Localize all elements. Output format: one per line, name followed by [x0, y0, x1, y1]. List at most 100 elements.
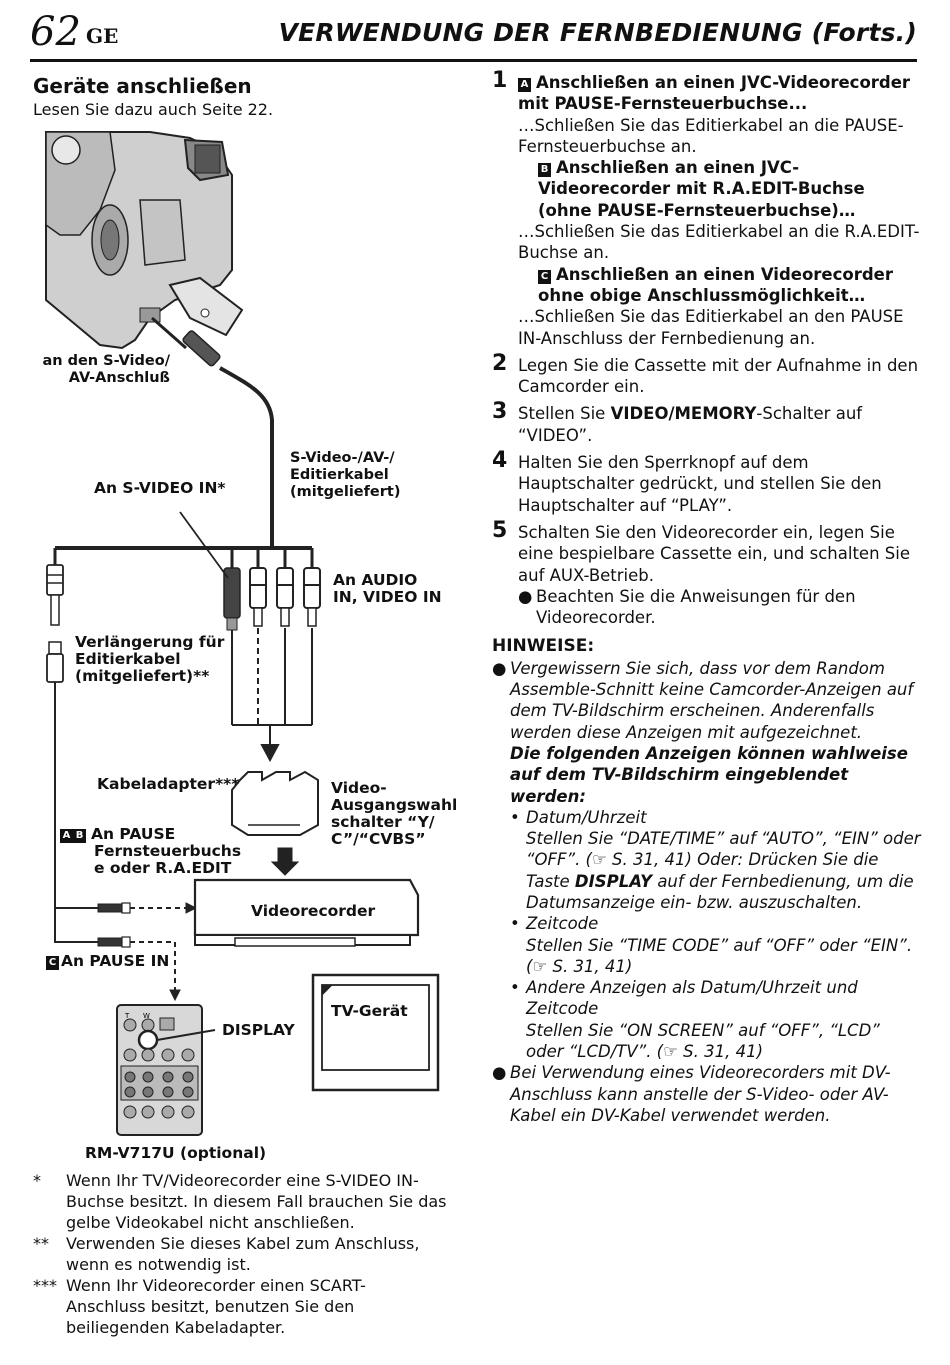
cable-plugs	[179, 511, 321, 631]
subitem-text-part: auf der Fernbedienung, um die Datumsanze…	[526, 871, 914, 912]
note-subitem: • Zeitcode	[492, 913, 922, 934]
step-5-bullet: ●Beachten Sie die Anweisungen für den Vi…	[518, 586, 922, 629]
step-1c-text: …Schließen Sie das Editierkabel an den P…	[518, 307, 904, 348]
step-1a-text: …Schließen Sie das Editierkabel an die P…	[518, 115, 904, 156]
subitem-text-part: Stellen Sie “DATE/TIME” auf “AUTO”, “EIN…	[526, 829, 921, 891]
display-button-name: DISPLAY	[574, 871, 653, 891]
footnote-mark: *	[33, 1171, 41, 1190]
label-line: schalter “Y/	[331, 813, 435, 831]
language-code: GE	[86, 24, 119, 48]
step-1b-title: Anschließen an einen JVC-Videorecorder m…	[538, 158, 865, 220]
footnote-line: gelbe Videokabel nicht anschließen.	[66, 1213, 355, 1232]
subitem-title: Datum/Uhrzeit	[526, 807, 647, 827]
plug-lines	[231, 628, 313, 763]
page-header: 62 GE VERWENDUNG DER FERNBEDIENUNG (Fort…	[0, 0, 950, 70]
step-1c-title: Anschließen an einen Videorecorder ohne …	[538, 264, 894, 305]
footnote: * Wenn Ihr TV/Videorecorder eine S-VIDEO…	[33, 1170, 463, 1233]
step-text: Halten Sie den Sperrknopf auf dem Haupts…	[518, 453, 882, 515]
label-svideo-av: an den S-Video/ AV-Anschluß	[42, 353, 170, 387]
box-b: B	[538, 163, 551, 178]
step-text: Schalten Sie den Videorecorder ein, lege…	[518, 522, 910, 585]
label-video-select: Video- Ausgangswahl schalter “Y/ C”/“CVB…	[331, 780, 457, 848]
note-text: Bei Verwendung eines Videorecorders mit …	[510, 1063, 891, 1125]
box-a: A	[60, 829, 73, 843]
label-tv: TV-Gerät	[331, 1002, 408, 1020]
step-5: 5 Schalten Sie den Videorecorder ein, le…	[492, 517, 922, 629]
step-number: 5	[492, 517, 508, 543]
step-text: Stellen Sie	[518, 404, 611, 424]
subitem-text: Stellen Sie “ON SCREEN” auf “OFF”, “LCD”…	[526, 1020, 880, 1062]
label-line: Editierkabel	[290, 467, 389, 483]
footnote-line: beiliegenden Kabeladapter.	[66, 1318, 286, 1337]
label-line: (mitgeliefert)**	[75, 667, 210, 685]
av-cable	[55, 316, 312, 550]
step-text: -Schalter auf “VIDEO”.	[518, 404, 863, 445]
label-line: An PAUSE	[91, 825, 176, 843]
remote-t-label: T	[124, 1012, 130, 1020]
note-subitem: • Andere Anzeigen als Datum/Uhrzeit und …	[492, 977, 922, 1020]
label-line: Ausgangswahl	[331, 796, 458, 814]
label-extension: Verlängerung für Editierkabel (mitgelief…	[75, 634, 224, 685]
footnote: ** Verwenden Sie dieses Kabel zum Anschl…	[33, 1233, 463, 1275]
label-line: Verlängerung für	[75, 633, 225, 651]
connection-diagram: T W	[45, 131, 440, 1136]
label-audio-video-in: An AUDIO IN, VIDEO IN	[333, 572, 442, 606]
footnote: *** Wenn Ihr Videorecorder einen SCART- …	[33, 1275, 463, 1338]
label-line: an den S-Video/	[42, 353, 170, 369]
bullet-text: Beachten Sie die Anweisungen für den Vid…	[536, 586, 856, 628]
label-line: An PAUSE IN	[61, 952, 170, 970]
label-adapter: Kabeladapter***	[97, 775, 240, 793]
footnote-mark: **	[33, 1234, 49, 1253]
box-b: B	[73, 829, 86, 843]
label-line: Video-	[331, 779, 387, 797]
label-line: IN, VIDEO IN	[333, 588, 442, 606]
videorecorder-illustration	[193, 878, 420, 947]
label-line: (mitgeliefert)	[290, 484, 401, 500]
label-line: An AUDIO	[333, 571, 418, 589]
step-number: 2	[492, 350, 508, 376]
label-remote: RM-V717U (optional)	[85, 1144, 267, 1162]
label-cable: S-Video-/AV-/ Editierkabel (mitgeliefert…	[290, 450, 400, 501]
step-number: 1	[492, 68, 508, 93]
step-4: 4 Halten Sie den Sperrknopf auf dem Haup…	[492, 448, 922, 516]
page-title: VERWENDUNG DER FERNBEDIENUNG (Forts.)	[278, 18, 917, 47]
note-item: ● Bei Verwendung eines Videorecorders mi…	[492, 1062, 922, 1126]
footnote-line: Verwenden Sie dieses Kabel zum Anschluss…	[66, 1234, 420, 1253]
step-number: 3	[492, 399, 508, 425]
subitem-text: Stellen Sie “TIME CODE” auf “OFF” oder “…	[526, 935, 913, 976]
remote-w-label: W	[143, 1012, 150, 1020]
bullet-icon: ●	[492, 658, 507, 678]
step-3: 3 Stellen Sie VIDEO/MEMORY-Schalter auf …	[492, 399, 922, 446]
notes-list: ● Vergewissern Sie sich, dass vor dem Ra…	[492, 658, 922, 1127]
tv-illustration	[311, 973, 440, 1092]
extension-cable	[46, 548, 198, 1002]
step-text: Legen Sie die Cassette mit der Aufnahme …	[518, 355, 919, 397]
label-line: Fernsteuerbuchs	[94, 842, 242, 860]
footnote-line: Anschluss besitzt, benutzen Sie den	[66, 1297, 355, 1316]
remote-control-illustration	[116, 1004, 216, 1136]
box-c: C	[46, 956, 59, 970]
note-subitem: • Datum/Uhrzeit	[492, 807, 922, 828]
footnotes: * Wenn Ihr TV/Videorecorder eine S-VIDEO…	[33, 1170, 463, 1338]
label-display: DISPLAY	[222, 1021, 295, 1039]
video-memory-switch-name: VIDEO/MEMORY	[610, 404, 757, 424]
section-title: Geräte anschließen	[33, 74, 252, 98]
label-videorecorder: Videorecorder	[251, 902, 376, 920]
label-line: S-Video-/AV-/	[290, 450, 395, 466]
step-number: 4	[492, 448, 508, 474]
bullet-icon: ●	[492, 1063, 507, 1083]
page-number: 62	[30, 9, 81, 55]
note-bold-text: Die folgenden Anzeigen können wahlweise …	[510, 743, 908, 806]
label-svideo-in: An S-VIDEO IN*	[94, 479, 226, 497]
bullet-dot: •	[510, 914, 520, 934]
subitem-title: Andere Anzeigen als Datum/Uhrzeit und Ze…	[526, 978, 858, 1019]
step-2: 2 Legen Sie die Cassette mit der Aufnahm…	[492, 350, 922, 398]
label-line: Editierkabel	[75, 650, 181, 668]
section-subtitle: Lesen Sie dazu auch Seite 22.	[33, 100, 274, 119]
bullet-dot: •	[510, 978, 520, 998]
note-text: Vergewissern Sie sich, dass vor dem Rand…	[510, 658, 914, 742]
bullet-dot: •	[510, 807, 520, 827]
